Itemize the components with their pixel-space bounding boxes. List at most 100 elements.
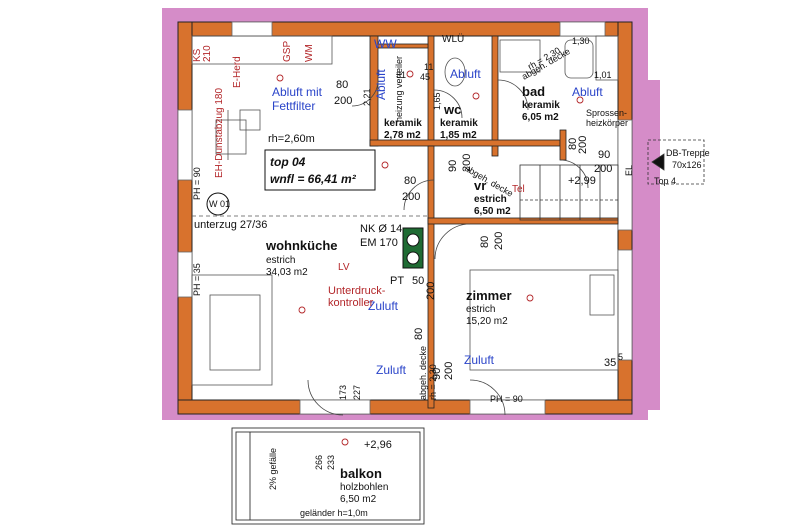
label-abgeh2: abgeh. decke [418,346,428,400]
interior-walls [369,35,619,409]
room-floor-balkon: holzbohlen [340,482,388,493]
label-gelaender: geländer h=1,0m [300,508,368,518]
balcony [231,427,425,525]
label-sprossen: Sprossen- [586,108,627,118]
dim-233: 233 [326,455,336,470]
room-floor-abstell: keramik [384,118,422,129]
label-level1: +2,99 [568,175,596,187]
label-unterzug: unterzug 27/36 [194,219,267,231]
dim-90c: 90 [431,368,443,380]
label-rh230a: rh = 2,30 [428,364,438,400]
room-name-wc: wc [443,102,461,117]
dim-200d: 200 [493,232,505,250]
room-area-wc: 1,85 m2 [440,130,477,141]
room-floor-zimmer: estrich [466,304,495,315]
dim-221: 2,21 [362,88,372,106]
dim-90b: 90 [598,149,610,161]
label-wlue: WLÜ [442,33,464,45]
label-dim5: 5 [618,352,623,362]
room-name-balkon: balkon [340,466,382,481]
room-floor-wc: keramik [440,118,478,129]
label-pt: PT [390,275,404,287]
label-top4: Top 4 [654,176,676,186]
dim-130: 1,30 [572,36,590,46]
room-floor-wohnkueche: estrich [266,255,295,266]
vent-abluft-bad: Abluft [572,85,603,99]
label-ks-val: 210 [202,45,213,62]
vent-zuluft-3: Zuluft [464,353,495,367]
dim-80a: 80 [336,79,348,91]
dim-80b: 80 [404,175,416,187]
room-area-wohnkueche: 34,03 m2 [266,267,308,278]
room-height: rh=2,60m [268,133,315,145]
unit-title: top 04 [270,155,306,169]
label-ks: KS [192,48,203,62]
room-floor-vr: estrich [474,194,507,205]
vent-abluft-fett2: Fettfilter [272,99,315,113]
vent-zuluft-2: Zuluft [376,363,407,377]
label-w01: W 01 [209,199,230,209]
vent-zuluft-1: Zuluft [368,299,399,313]
vent-abluft-wc: Abluft [450,67,481,81]
label-heizungsverteiler: heizung verteiler [394,56,404,122]
label-em: EM 170 [360,237,398,249]
db-treppe-box [647,139,705,185]
label-db-size: 70x126 [672,160,702,170]
dim-227: 227 [352,385,362,400]
dim-165: 1,65 [432,92,442,110]
label-wm: WM [304,44,315,62]
label-eherd: E-Herd [232,56,243,88]
room-area-vr: 6,50 m2 [474,206,511,217]
label-db-treppe: DB-Treppe [666,148,710,158]
dim-200f: 200 [594,163,612,175]
room-name-zimmer: zimmer [466,288,512,303]
room-area-balkon: 6,50 m2 [340,494,377,505]
dim-90a: 90 [447,160,459,172]
dim-101: 1,01 [594,70,612,80]
bed [469,269,619,371]
label-dim35: 35 [604,357,616,369]
room-name-bad: bad [522,84,545,99]
vent-abluft-fett: Abluft mit [272,85,323,99]
stair-outline [519,164,619,221]
dim-200b: 200 [461,154,473,172]
bathroom-fixtures [444,35,619,87]
window-openings [177,21,633,415]
label-ww: WW [374,37,397,51]
dim-200c: 200 [402,191,420,203]
dim-31: 31 [396,70,406,80]
label-lv: LV [338,262,350,273]
label-tel: Tel [512,184,525,195]
label-kontroller: kontroller [328,297,374,309]
dim-200g: 200 [443,362,455,380]
label-ph90-bottom: PH = 90 [490,394,523,404]
label-gsp: GSP [282,41,293,62]
dim-200e: 200 [577,136,589,154]
dim-80c: 80 [479,236,491,248]
dim-45: 45 [420,72,430,82]
dim-266: 266 [314,455,324,470]
dim-11: 11 [424,62,433,72]
label-heizkoerper: heizkörper [586,118,628,128]
dim-80d: 80 [567,138,579,150]
room-floor-bad: keramik [522,100,560,111]
unit-info-box [264,149,376,191]
door-dimensions: 80 200 2,21 31 11 45 1,65 1,30 1,01 90 2… [314,36,612,470]
dim-80e: 80 [413,328,425,340]
room-name-vr: vr [474,178,486,193]
label-eh-dunst: EH-Dunstabzug 180 [214,88,225,178]
label-gefaelle: 2% gefälle [268,448,278,490]
dim-200a: 200 [334,95,352,107]
label-el: EL [624,165,634,176]
unit-area: wnfl = 66,41 m² [270,172,357,186]
vent-abluft-a: Abluft [374,69,388,100]
label-nk: NK Ø 14 [360,223,402,235]
label-ph-left2: PH = 35 [192,263,202,296]
label-unterdruck: Unterdruck- [328,285,386,297]
dim-50: 50 [412,275,424,287]
w01-marker [206,192,230,216]
room-area-zimmer: 15,20 m2 [466,316,508,327]
kitchen-counter [191,35,333,386]
room-area-bad: 6,05 m2 [522,112,559,123]
